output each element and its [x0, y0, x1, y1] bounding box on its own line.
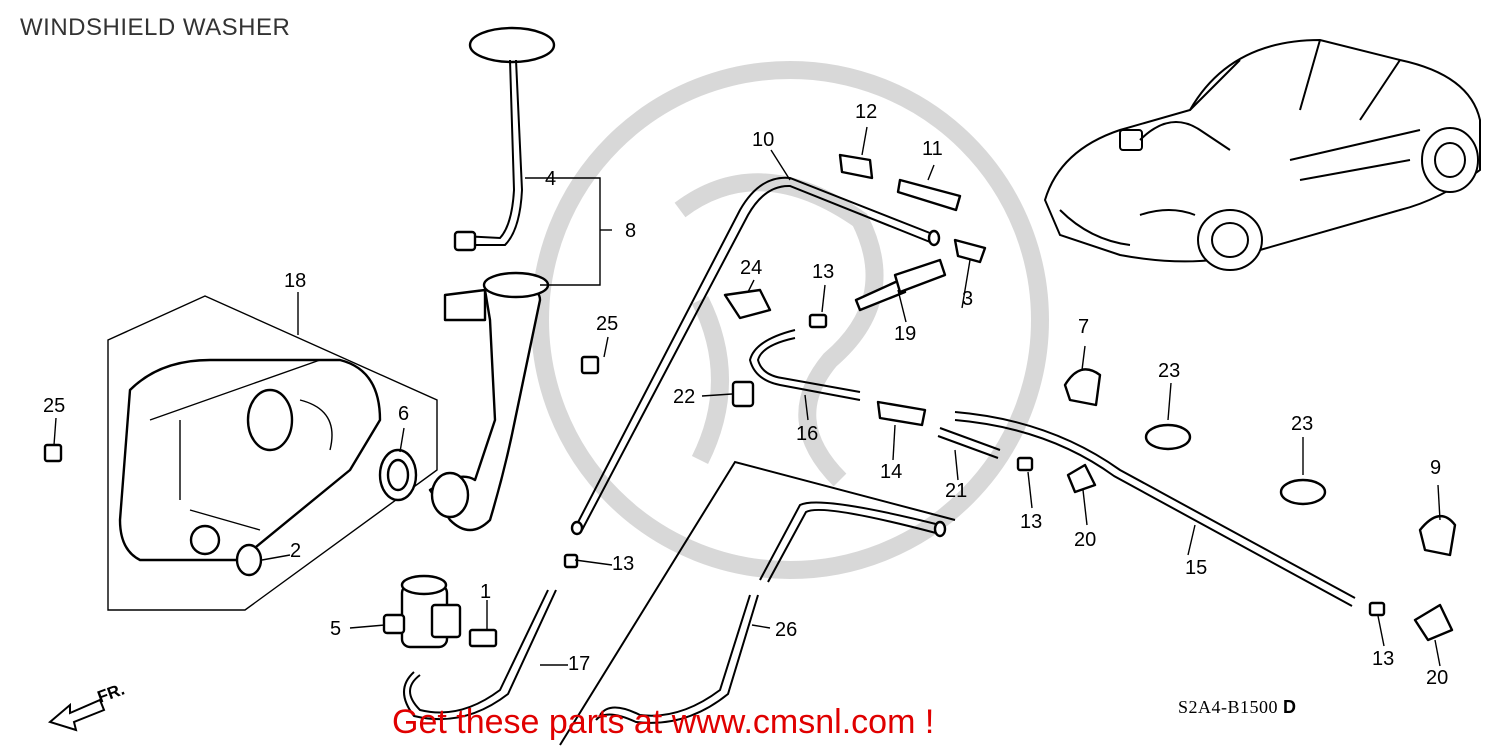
callout-12: 12	[855, 101, 877, 123]
hose-11	[896, 178, 962, 212]
callout-18: 18	[284, 270, 306, 292]
filler-neck	[428, 271, 550, 532]
callout-25b: 25	[43, 395, 65, 417]
callout-4: 4	[545, 168, 556, 190]
hose-long	[559, 460, 956, 746]
washer-reservoir	[107, 295, 438, 611]
callout-13c: 13	[1020, 511, 1042, 533]
bolts	[43, 313, 1386, 617]
callout-labels: 1 2 3 4 5 6 7 8 9 10 11 12 13 13 13 13 1…	[43, 101, 1448, 689]
callout-16: 16	[796, 423, 818, 445]
callout-25a: 25	[596, 313, 618, 335]
callout-23b: 23	[1291, 413, 1313, 435]
callout-19: 19	[894, 323, 916, 345]
bracket-4-8	[525, 177, 601, 286]
callout-13d: 13	[1372, 648, 1394, 670]
filler-cap	[453, 26, 556, 252]
clip-24	[723, 288, 772, 320]
clip-23a	[1144, 423, 1192, 451]
diagram-code-suffix: D	[1283, 697, 1297, 717]
callout-23a: 23	[1158, 360, 1180, 382]
nozzle-7	[1063, 368, 1102, 407]
grommet-12	[838, 153, 874, 180]
callout-3: 3	[962, 288, 973, 310]
callout-17: 17	[568, 653, 590, 675]
leader-lines	[53, 126, 1441, 667]
callout-9: 9	[1430, 457, 1441, 479]
callout-24: 24	[740, 257, 762, 279]
hose-16	[748, 329, 861, 401]
callout-14: 14	[880, 461, 902, 483]
tank-grommet	[235, 543, 263, 577]
car-illustration	[1043, 38, 1481, 271]
diagram-code-text: S2A4-B1500	[1178, 697, 1279, 717]
joint-20a	[1066, 463, 1097, 494]
callout-13b: 13	[612, 553, 634, 575]
hose-21	[937, 427, 1001, 459]
hose-15	[954, 411, 1356, 607]
joint-20b	[1413, 603, 1454, 642]
callout-21: 21	[945, 480, 967, 502]
hose-26	[595, 501, 947, 724]
joint-14	[876, 400, 927, 427]
callout-5: 5	[330, 618, 341, 640]
callout-7: 7	[1078, 316, 1089, 338]
callout-11: 11	[922, 138, 943, 160]
nozzle-9	[1418, 515, 1457, 557]
hose-17	[403, 589, 557, 721]
joint-3	[953, 238, 987, 264]
callout-6: 6	[398, 403, 409, 425]
washer-pump	[382, 574, 498, 649]
callout-22: 22	[673, 386, 695, 408]
diagram-code: S2A4-B1500 D	[1178, 697, 1297, 718]
callout-26: 26	[775, 619, 797, 641]
clip-22	[731, 380, 755, 408]
promo-banner-link[interactable]: Get these parts at www.cmsnl.com !	[392, 703, 935, 741]
callout-1: 1	[480, 581, 491, 603]
callout-8: 8	[625, 220, 636, 242]
callout-10: 10	[752, 129, 774, 151]
clip-23b	[1279, 478, 1327, 506]
callout-13a: 13	[812, 261, 834, 283]
callout-2: 2	[290, 540, 301, 562]
callout-20a: 20	[1074, 529, 1096, 551]
callout-15: 15	[1185, 557, 1207, 579]
callout-20b: 20	[1426, 667, 1448, 689]
direction-label: FR.	[95, 680, 127, 707]
pump-grommet	[378, 448, 418, 502]
page-title: WINDSHIELD WASHER	[20, 14, 291, 41]
check-valve	[854, 258, 947, 312]
front-direction-arrow-icon: FR.	[47, 680, 127, 732]
